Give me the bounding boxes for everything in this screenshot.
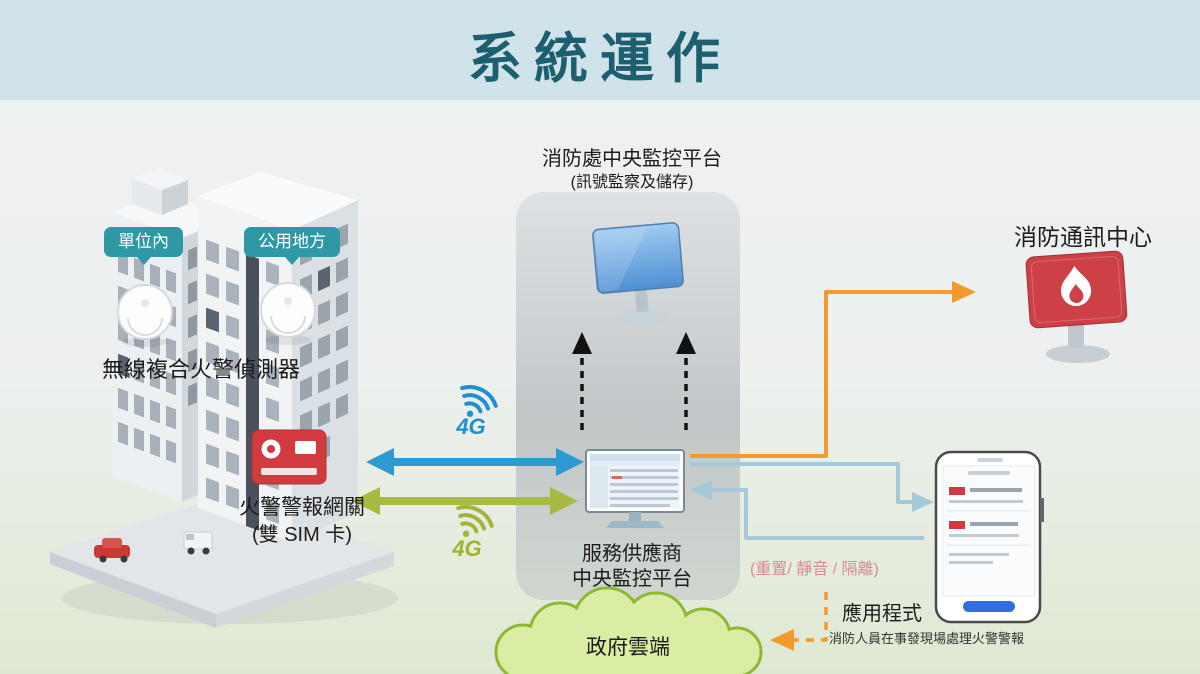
gateway-label-line2: (雙 SIM 卡) [252,524,352,546]
smoke-detector-icon-public [260,282,316,345]
smoke-detector-icon-unit [117,284,173,347]
fsd-monitor-icon [592,222,684,326]
phone-alert-row-2 [947,521,1031,546]
arrow-dashed-right [676,332,696,430]
car-icon [94,538,130,563]
arrow-4g-blue [366,448,584,476]
app-label: 應用程式 [842,603,922,625]
app-caption: 消防人員在事發現場處理火警警報 [829,631,1025,646]
arrow-orange-to-comms [690,281,976,458]
sp-computer-icon [585,449,685,528]
badge-unit: 單位內 [104,227,183,265]
comms-monitor-icon [1025,250,1128,363]
page-title: 系統運作 [468,29,732,89]
comms-centre-label: 消防通訊中心 [1014,224,1152,250]
title-band [0,0,1200,100]
cloud-icon [494,586,763,674]
van-icon [183,531,213,555]
sp-label-line2: 中央監控平台 [572,568,692,590]
wifi-4g-blue-icon [460,385,498,417]
arrow-4g-green [352,487,578,515]
arrow-dashed-left [572,332,592,430]
building-illustration [50,168,398,628]
cloud-label: 政府雲端 [586,636,670,659]
arrow-lightblue-to-phone [690,462,934,512]
arrow-lightblue-from-phone [690,480,924,540]
fsd-platform-subtitle: (訊號監察及儲存) [570,174,694,191]
badge-public: 公用地方 [244,227,340,265]
wifi-4g-green-icon [456,505,494,537]
flame-icon [1061,266,1092,306]
sp-label-line1: 服務供應商 [582,543,682,565]
smartphone-icon [934,450,1044,624]
fire-gateway-icon [251,429,327,485]
app-actions-label: (重置/ 靜音 / 隔離) [750,561,879,578]
detector-label: 無線複合火警偵測器 [102,357,301,382]
arrow-orange-dashed-to-cloud [770,592,828,651]
phone-alert-row-1 [947,487,1031,512]
phone-action-button [963,601,1015,612]
tower-right-windows-side [300,223,348,470]
penthouse [132,168,188,215]
fourg-blue-label: 4G [456,414,486,439]
gateway-label-line1: 火警警報網關 [239,496,365,519]
fsd-platform-title: 消防處中央監控平台 [542,148,722,170]
fourg-green-label: 4G [452,536,482,561]
